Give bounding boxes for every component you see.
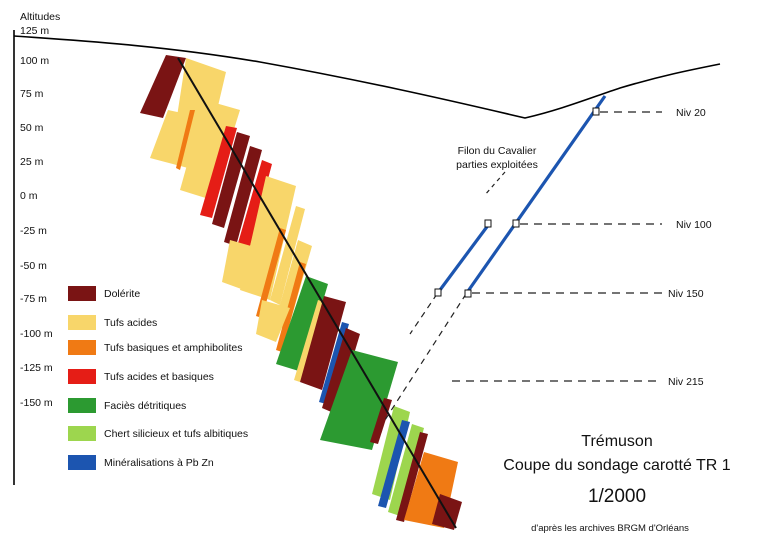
legend-swatch — [68, 426, 96, 441]
tick-label: -100 m — [20, 328, 53, 340]
level-marker — [592, 107, 600, 116]
band-chert — [388, 424, 424, 516]
band-tufs-basiques — [276, 262, 306, 352]
band-tufs-acides — [222, 240, 258, 290]
level-label: Niv 100 — [676, 219, 712, 231]
legend-swatch — [68, 340, 96, 355]
band-tufs-acides-basiques — [200, 126, 237, 218]
band-tufs-acides-basiques — [236, 160, 272, 254]
legend-label: Tufs acides — [104, 317, 157, 329]
vein-segment — [435, 223, 491, 295]
vein-label-line2: parties exploitées — [456, 159, 538, 171]
level-label: Niv 20 — [676, 107, 706, 119]
title-scale: 1/2000 — [588, 486, 646, 507]
band-facies-detritiques — [276, 276, 328, 372]
title-section: Coupe du sondage carotté TR 1 — [503, 457, 731, 474]
band-dolerite — [300, 296, 346, 390]
legend: Dolérite Tufs acides Tufs basiques et am… — [68, 286, 248, 470]
tick-label: 50 m — [20, 122, 44, 134]
vein-segment — [464, 95, 607, 295]
legend-swatch — [68, 398, 96, 413]
ground-surface-line — [13, 35, 721, 119]
title-block: Trémuson Coupe du sondage carotté TR 1 1… — [503, 433, 731, 534]
band-mineralisations — [319, 322, 349, 404]
tick-label: -150 m — [20, 397, 53, 409]
level-label: Niv 215 — [668, 376, 704, 388]
band-tufs-acides — [150, 110, 196, 168]
vein-extension-dashed — [409, 293, 438, 335]
axis-title: Altitudes — [20, 11, 60, 23]
tick-label: 125 m — [20, 25, 49, 37]
band-tufs-acides — [180, 100, 240, 200]
legend-swatch — [68, 286, 96, 301]
tick-label: 25 m — [20, 156, 44, 168]
level-marker — [512, 219, 520, 228]
vein-extension-dashed — [384, 293, 467, 421]
vein-label-leader — [483, 171, 506, 197]
axis-ticks: 125 m 100 m 75 m 50 m 25 m 0 m -25 m -50… — [20, 25, 53, 409]
band-dolerite — [212, 132, 250, 228]
legend-label: Dolérite — [104, 288, 140, 300]
band-dolerite — [396, 432, 428, 522]
band-tufs-acides — [256, 300, 290, 342]
tick-label: -25 m — [20, 225, 47, 237]
tick-label: 75 m — [20, 88, 44, 100]
legend-swatch — [68, 315, 96, 330]
band-tufs-acides — [240, 176, 296, 300]
band-tufs-basiques — [256, 228, 286, 318]
band-dolerite — [140, 55, 186, 118]
tick-label: 0 m — [20, 190, 38, 202]
mine-levels — [434, 107, 662, 382]
tick-label: -125 m — [20, 362, 53, 374]
band-tufs-basiques — [176, 110, 195, 170]
band-tufs-acides — [294, 300, 324, 382]
tick-label: -75 m — [20, 293, 47, 305]
drill-hole-line — [177, 57, 457, 529]
band-mineralisations — [378, 420, 410, 508]
drill-core-column — [140, 55, 462, 530]
band-dolerite — [224, 146, 262, 246]
tick-label: 100 m — [20, 55, 49, 67]
legend-swatch — [68, 455, 96, 470]
level-marker — [434, 288, 442, 297]
level-label: Niv 150 — [668, 288, 704, 300]
level-marker — [464, 289, 472, 298]
legend-swatch — [68, 369, 96, 384]
legend-label: Tufs acides et basiques — [104, 371, 214, 383]
level-marker — [484, 219, 492, 228]
legend-label: Minéralisations à Pb Zn — [104, 457, 214, 469]
tick-label: -50 m — [20, 260, 47, 272]
vein-label-line1: Filon du Cavalier — [458, 145, 537, 157]
legend-label: Tufs basiques et amphibolites — [104, 342, 243, 354]
legend-label: Faciès détritiques — [104, 400, 186, 412]
title-source: d'après les archives BRGM d'Orléans — [531, 523, 689, 534]
title-place: Trémuson — [581, 433, 652, 450]
vein-filon-du-cavalier — [384, 95, 607, 421]
band-tufs-acides — [270, 206, 305, 305]
legend-label: Chert silicieux et tufs albitiques — [104, 428, 248, 440]
